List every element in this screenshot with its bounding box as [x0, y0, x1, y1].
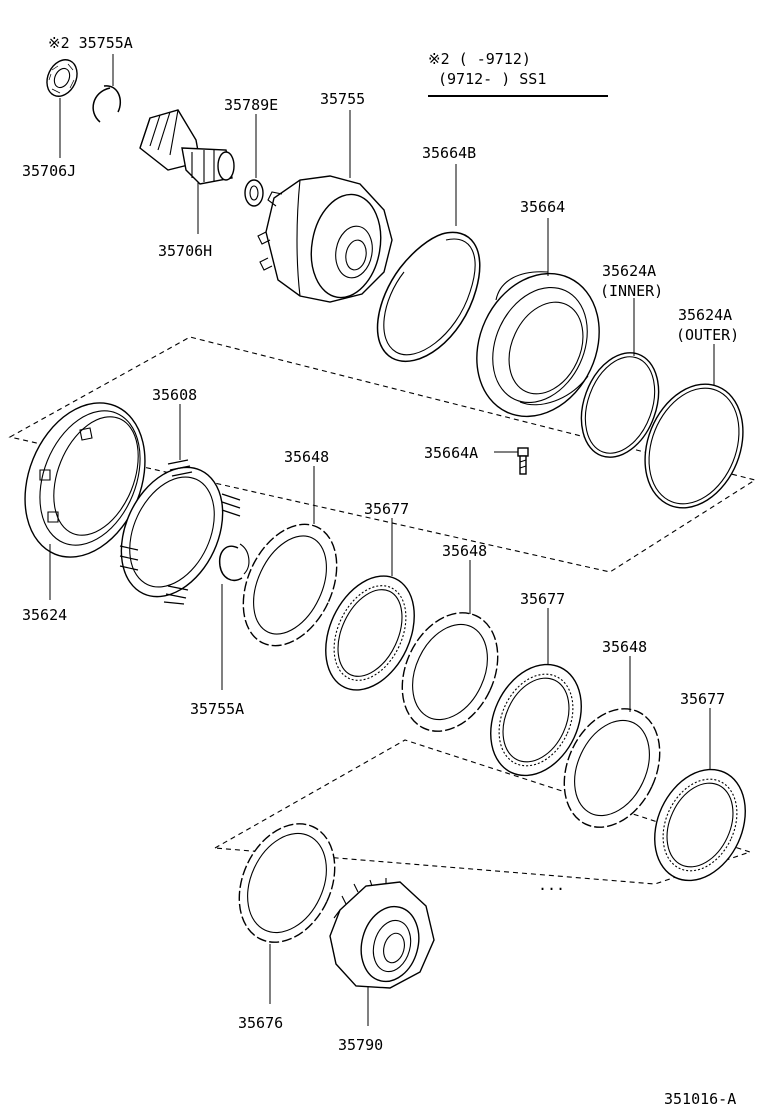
part-35648-steel-plate-a[interactable] — [225, 509, 355, 661]
label-35648-b: 35648 — [442, 542, 487, 560]
label-35706J: 35706J — [22, 162, 76, 180]
part-35789E-washer[interactable] — [244, 179, 264, 207]
part-35677-friction-disc-c[interactable] — [637, 755, 760, 896]
footnote-box: ※2 ( -9712) (9712- ) SS1 — [428, 50, 608, 97]
label-35755: 35755 — [320, 90, 365, 108]
reference-code: 351016-A — [664, 1090, 736, 1108]
label-35624A-outer: 35624A — [678, 306, 732, 324]
part-35677-friction-disc-b[interactable] — [473, 650, 598, 791]
part-35755A-snap-ring-top[interactable] — [92, 85, 122, 123]
part-35624-reaction-ring[interactable] — [3, 385, 167, 575]
part-35624A-outer-seal[interactable] — [627, 369, 760, 522]
part-35608-spring-plate[interactable] — [102, 451, 243, 613]
label-35676: 35676 — [238, 1014, 283, 1032]
label-35648-a: 35648 — [284, 448, 329, 466]
part-35677-friction-disc-a[interactable] — [308, 562, 431, 705]
part-35624A-inner-seal[interactable] — [568, 342, 673, 468]
part-35676-flange-plate[interactable] — [221, 808, 353, 958]
label-35664A: 35664A — [424, 444, 478, 462]
ellipsis-mark: ... — [538, 876, 565, 894]
label-35755A-top: ※2 35755A — [48, 34, 133, 52]
label-35755A-mid: 35755A — [190, 700, 244, 718]
label-35648-c: 35648 — [602, 638, 647, 656]
part-35790-clutch-hub[interactable] — [329, 878, 435, 989]
part-35755-drum[interactable] — [257, 175, 393, 303]
label-35790: 35790 — [338, 1036, 383, 1054]
label-outer-note: (OUTER) — [676, 326, 739, 344]
label-35664: 35664 — [520, 198, 565, 216]
part-35648-steel-plate-b[interactable] — [384, 597, 516, 747]
label-35677-c: 35677 — [680, 690, 725, 708]
label-inner-note: (INNER) — [600, 282, 663, 300]
group-outline-lower — [213, 739, 752, 885]
label-35608: 35608 — [152, 386, 197, 404]
footnote-line-2: (9712- ) SS1 — [438, 70, 546, 88]
part-35664-piston[interactable] — [454, 253, 622, 436]
part-35648-steel-plate-c[interactable] — [546, 693, 678, 843]
part-35664A-bolt[interactable] — [517, 447, 529, 475]
part-35706J-bearing[interactable] — [41, 55, 82, 101]
label-35624: 35624 — [22, 606, 67, 624]
part-35755A-snap-ring-mid[interactable] — [218, 543, 250, 582]
group-outline-upper — [8, 336, 757, 573]
label-35677-a: 35677 — [364, 500, 409, 518]
label-35624A-inner: 35624A — [602, 262, 656, 280]
part-35706H-shaft[interactable] — [139, 109, 235, 185]
part-35664B-snap-ring[interactable] — [376, 231, 481, 363]
label-35677-b: 35677 — [520, 590, 565, 608]
footnote-line-1: ※2 ( -9712) — [428, 50, 531, 68]
label-35664B: 35664B — [422, 144, 476, 162]
label-35789E: 35789E — [224, 96, 278, 114]
label-35706H: 35706H — [158, 242, 212, 260]
